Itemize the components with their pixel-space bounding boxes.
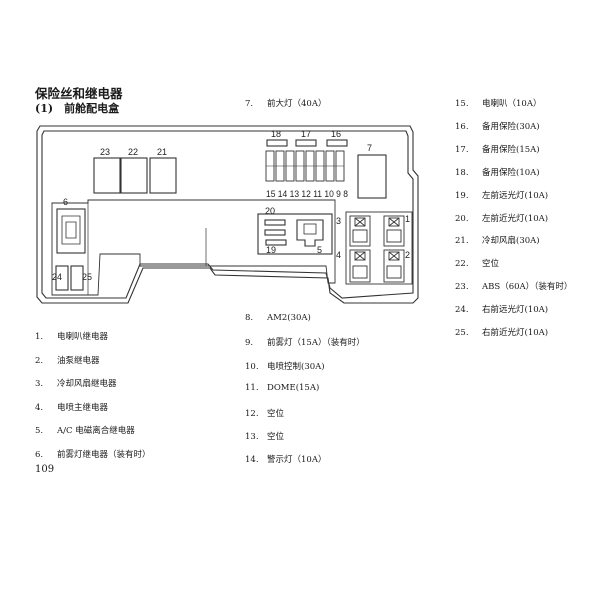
label-4: 4 [336,250,341,260]
label-2: 2 [405,250,410,260]
legend-item-number: 4. [35,402,44,413]
legend-item-text: 备用保险(15A) [482,144,540,155]
legend-item: 4. 电喷主继电器 [35,401,108,413]
legend-item: 20. 左前近光灯(10A) [455,212,548,224]
label-6: 6 [63,197,68,207]
legend-item: 19. 左前远光灯(10A) [455,189,548,201]
label-3: 3 [336,216,341,226]
legend-item: 2. 油泵继电器 [35,354,100,366]
legend-item-text: 右前远光灯(10A) [482,305,549,316]
legend-item-text: A/C 电磁离合继电器 [57,426,135,436]
legend-item-number: 24. [455,305,469,316]
legend-item-number: 1. [35,332,44,342]
legend-item-text: 左前近光灯(10A) [482,213,549,224]
legend-item-number: 23. [455,282,469,293]
legend-item: 7. 前大灯（40A） [245,97,326,109]
legend-item: 3. 冷却风扇继电器 [35,377,117,389]
legend-item-text: 电喇叭继电器 [57,332,109,342]
label-22: 22 [128,147,138,157]
label-24: 24 [52,272,62,282]
legend-item-text: 电喇叭（10A） [482,99,542,109]
legend-item-text: DOME(15A) [267,383,320,394]
legend-item-text: 左前远光灯(10A) [482,190,549,201]
legend-item-text: 前大灯（40A） [267,99,327,109]
legend-item: 21. 冷却风扇(30A) [455,234,540,246]
legend-item-number: 21. [455,236,469,247]
legend-item-number: 5. [35,426,44,436]
legend-item: 25. 右前近光灯(10A) [455,326,548,338]
legend-item-text: 右前近光灯(10A) [482,328,549,338]
legend-item-number: 19. [455,190,469,201]
legend-item-number: 3. [35,379,44,389]
legend-item: 5. A/C 电磁离合继电器 [35,424,135,436]
legend-item-text: 前雾灯继电器（装有时） [57,449,151,460]
legend-item: 14. 警示灯（10A） [245,453,326,465]
legend-item-text: AM2(30A) [267,313,311,323]
legend-item-number: 10. [245,361,259,372]
legend-item-number: 9. [245,338,254,349]
legend-item-text: 前雾灯（15A）（装有时） [267,338,365,349]
legend-item-number: 18. [455,167,469,178]
legend-item: 24. 右前远光灯(10A) [455,303,548,315]
legend-item-number: 11. [245,383,259,394]
label-7: 7 [367,143,372,153]
legend-item-text: 警示灯（10A） [267,455,327,466]
legend-item-text: 油泵继电器 [57,355,100,366]
legend-item-number: 2. [35,355,44,366]
legend-item-text: 电喷主继电器 [57,402,109,413]
legend-item-number: 22. [455,259,469,270]
legend-item: 9. 前雾灯（15A）（装有时） [245,336,365,348]
label-5: 5 [317,245,322,255]
legend-item-number: 13. [245,432,259,442]
legend-item-text: 冷却风扇继电器 [57,379,117,389]
label-17: 17 [301,129,311,139]
legend-item: 11. DOME(15A) [245,383,319,393]
label-21: 21 [157,147,167,157]
legend-item-number: 12. [245,408,259,419]
legend-item-text: 电喷控制(30A) [267,361,325,372]
page-number: 109 [35,464,55,475]
legend-item-number: 16. [455,121,469,132]
legend-item: 16. 备用保险(30A) [455,120,540,132]
legend-item-number: 8. [245,313,254,323]
legend-item-text: 备用保险(30A) [482,121,540,132]
label-fuse-row: 15 14 13 12 11 10 9 8 [266,189,348,199]
legend-item-number: 25. [455,328,469,338]
legend-item-number: 17. [455,144,469,155]
label-23: 23 [100,147,110,157]
legend-item-text: 空位 [482,259,500,270]
legend-item-number: 20. [455,213,469,224]
legend-item-text: 冷却风扇(30A) [482,236,540,247]
legend-item-text: 空位 [267,432,285,442]
legend-item: 15. 电喇叭（10A） [455,97,541,109]
legend-item-text: 备用保险(10A) [482,167,540,178]
legend-item: 22. 空位 [455,257,499,269]
legend-item: 17. 备用保险(15A) [455,143,540,155]
legend-item: 12. 空位 [245,407,284,419]
label-1: 1 [405,214,410,224]
section-subtitle: (1) 前舱配电盒 [35,102,120,115]
legend-item: 23. ABS（60A）（装有时） [455,280,572,292]
legend-item: 18. 备用保险(10A) [455,166,540,178]
legend-item-text: ABS（60A）（装有时） [482,282,573,293]
legend-item-number: 7. [245,99,254,109]
legend-item-number: 6. [35,449,44,460]
label-25: 25 [82,272,92,282]
page-title: 保险丝和继电器 [35,86,123,101]
legend-item: 8. AM2(30A) [245,313,311,323]
legend-item: 10. 电喷控制(30A) [245,360,325,372]
label-19: 19 [266,245,276,255]
legend-item: 13. 空位 [245,430,284,442]
label-16: 16 [331,129,341,139]
legend-item: 1. 电喇叭继电器 [35,330,108,342]
legend-item: 6. 前雾灯继电器（装有时） [35,448,151,460]
label-18: 18 [271,129,281,139]
label-20: 20 [265,206,275,216]
legend-item-text: 空位 [267,408,285,419]
legend-item-number: 14. [245,455,259,466]
legend-item-number: 15. [455,99,469,109]
